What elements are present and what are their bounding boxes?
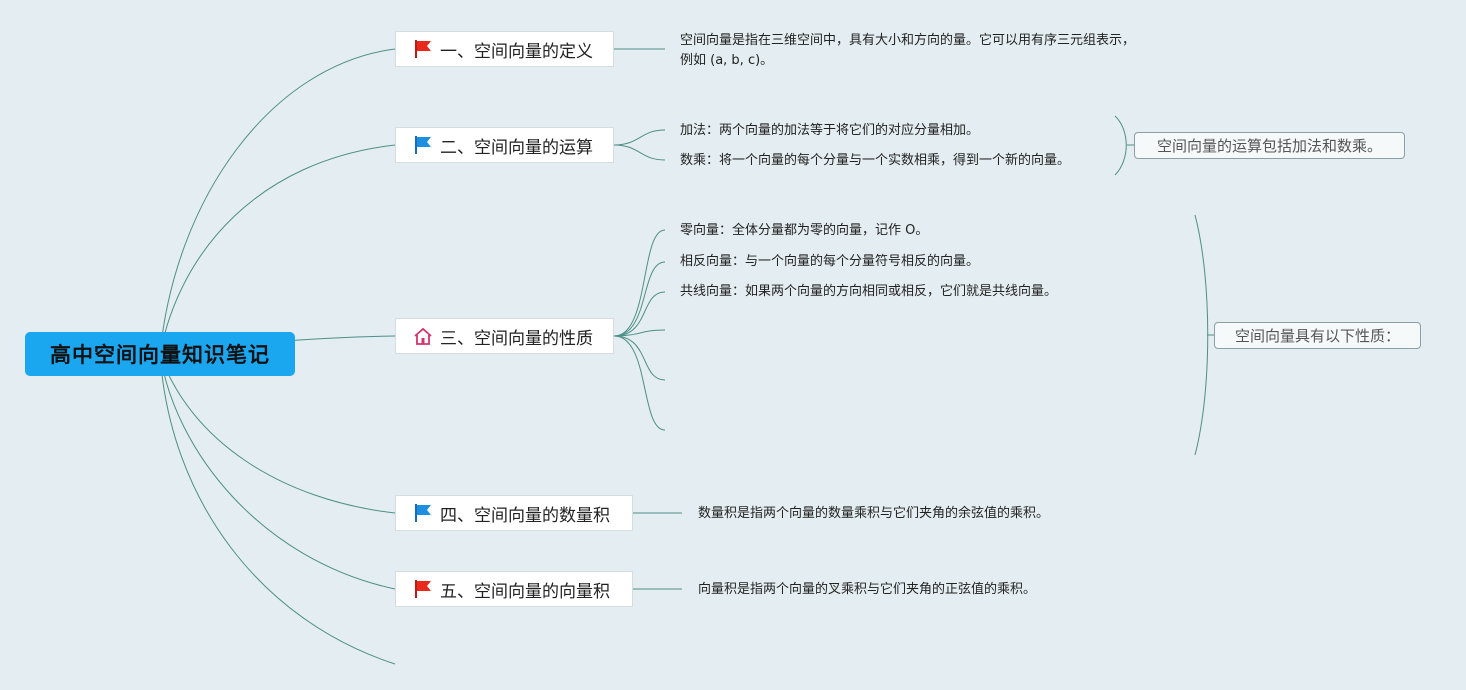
summary-bracket-2 [1114,115,1127,176]
topic-cross-product[interactable]: 五、空间向量的向量积 [395,571,633,607]
topic-label: 三、空间向量的性质 [440,328,593,349]
branch-line-1 [159,48,396,355]
topic-label: 一、空间向量的定义 [440,41,593,62]
topic-properties[interactable]: 三、空间向量的性质 [395,318,614,354]
detail-text: 数量积是指两个向量的数量乘积与它们夹角的余弦值的乘积。 [698,506,1050,521]
leaf-line-3f [613,335,666,431]
detail-text: 零向量：全体分量都为零的向量，记作 O。 [680,223,929,238]
leaf-line-3b [613,261,666,337]
home-icon [412,325,434,347]
leaf-line-2a [613,129,666,146]
leaf-line-2b [613,144,666,161]
central-topic[interactable]: 高中空间向量知识笔记 [25,332,295,376]
topic-definition[interactable]: 一、空间向量的定义 [395,31,614,67]
branch-line-5 [159,353,396,590]
leaf-line-3a [613,229,666,337]
detail-text: 数乘：将一个向量的每个分量与一个实数相乘，得到一个新的向量。 [680,153,1071,168]
leaf-line-3e [613,335,666,381]
topic-dot-product[interactable]: 四、空间向量的数量积 [395,495,633,531]
detail-text: 空间向量是指在三维空间中，具有大小和方向的量。它可以用有序三元组表示， [680,33,1136,48]
summary-properties[interactable]: 空间向量具有以下性质： [1214,322,1421,349]
leaf-line-3c [613,291,666,337]
detail-text: 共线向量：如果两个向量的方向相同或相反，它们就是共线向量。 [680,284,1058,299]
branch-line-4 [159,353,396,514]
branch-line-2 [159,144,396,355]
detail-text: 例如 (a, b, c)。 [680,53,774,68]
blue-flag-icon [412,134,434,156]
branch-line-6 [159,353,396,665]
topic-label: 四、空间向量的数量积 [440,505,610,526]
red-flag-icon [412,578,434,600]
topic-label: 五、空间向量的向量积 [440,581,610,602]
detail-text: 加法：两个向量的加法等于将它们的对应分量相加。 [680,123,980,138]
detail-text: 相反向量：与一个向量的每个分量符号相反的向量。 [680,254,980,269]
summary-bracket-3 [1194,214,1209,456]
red-flag-icon [412,38,434,60]
topic-label: 二、空间向量的运算 [440,137,593,158]
blue-flag-icon [412,502,434,524]
summary-operations[interactable]: 空间向量的运算包括加法和数乘。 [1134,132,1405,159]
detail-text: 向量积是指两个向量的叉乘积与它们夹角的正弦值的乘积。 [698,582,1037,597]
leaf-line-3d [613,329,666,337]
topic-operations[interactable]: 二、空间向量的运算 [395,127,614,163]
